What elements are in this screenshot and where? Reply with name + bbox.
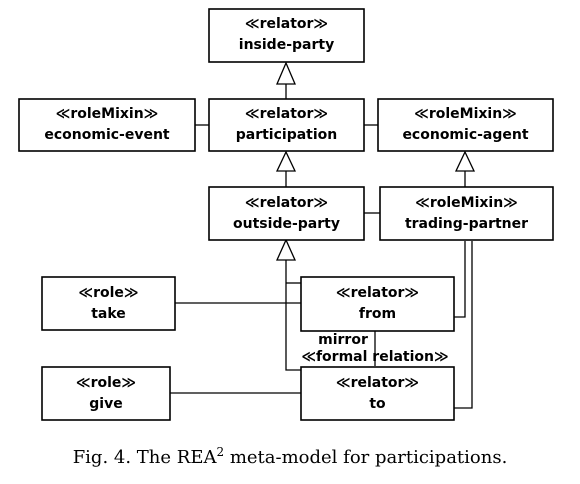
box-give: ≪role≫ give xyxy=(41,366,171,421)
stereotype-take: ≪role≫ xyxy=(78,285,138,301)
mirror-relation-label: mirror ≪formal relation≫ xyxy=(301,332,448,365)
generalization-arrow-economic-agent xyxy=(454,150,476,172)
box-participation: ≪relator≫ participation xyxy=(208,98,365,152)
edge-to-outside-party xyxy=(285,260,301,371)
box-inside-party: ≪relator≫ inside-party xyxy=(208,8,365,63)
stereotype-inside-party: ≪relator≫ xyxy=(245,16,328,32)
edge-from-trading-partner xyxy=(454,241,466,318)
box-trading-partner: ≪roleMixin≫ trading-partner xyxy=(379,186,554,241)
box-economic-agent: ≪roleMixin≫ economic-agent xyxy=(377,98,554,152)
caption-prefix: Fig. 4. The REA xyxy=(72,447,217,468)
stereotype-to: ≪relator≫ xyxy=(336,375,419,391)
relation-stereotype-label: ≪formal relation≫ xyxy=(301,349,448,365)
name-take: take xyxy=(91,306,126,322)
caption-suffix: meta-model for participations. xyxy=(224,447,508,468)
stereotype-outside-party: ≪relator≫ xyxy=(245,195,328,211)
name-economic-event: economic-event xyxy=(44,127,170,143)
box-economic-event: ≪roleMixin≫ economic-event xyxy=(18,98,196,152)
name-participation: participation xyxy=(236,127,338,143)
figure-caption: Fig. 4. The REA2 meta-model for particip… xyxy=(0,445,580,468)
rea-meta-model-diagram: ≪relator≫ inside-party ≪roleMixin≫ econo… xyxy=(18,8,554,421)
box-from: ≪relator≫ from xyxy=(300,276,455,332)
name-to: to xyxy=(369,396,386,412)
stereotype-economic-event: ≪roleMixin≫ xyxy=(56,106,159,122)
connectors xyxy=(170,61,476,409)
name-from: from xyxy=(359,306,396,322)
stereotype-from: ≪relator≫ xyxy=(336,285,419,301)
generalization-arrow-outside-party xyxy=(275,238,297,261)
caption-superscript: 2 xyxy=(216,445,225,459)
edge-to-trading-partner xyxy=(454,241,473,409)
box-outside-party: ≪relator≫ outside-party xyxy=(208,186,365,241)
stereotype-give: ≪role≫ xyxy=(76,375,136,391)
name-give: give xyxy=(89,396,122,412)
generalization-arrow-participation xyxy=(275,150,297,172)
stereotype-trading-partner: ≪roleMixin≫ xyxy=(415,195,518,211)
box-take: ≪role≫ take xyxy=(41,276,176,331)
name-economic-agent: economic-agent xyxy=(402,127,528,143)
name-inside-party: inside-party xyxy=(239,37,334,53)
relation-name-label: mirror xyxy=(318,332,368,348)
stereotype-economic-agent: ≪roleMixin≫ xyxy=(414,106,517,122)
generalization-arrow-inside-party xyxy=(276,61,296,85)
box-to: ≪relator≫ to xyxy=(300,366,455,421)
stereotype-participation: ≪relator≫ xyxy=(245,106,328,122)
name-outside-party: outside-party xyxy=(233,216,340,232)
name-trading-partner: trading-partner xyxy=(405,216,528,232)
